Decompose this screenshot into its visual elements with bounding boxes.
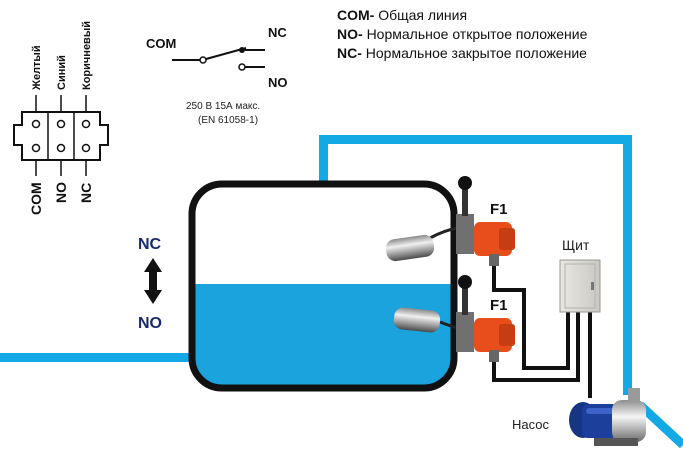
terminal-screw-bottom-3 (81, 143, 91, 153)
terminal-screw-bottom-1 (31, 143, 41, 153)
tank-water (194, 284, 452, 386)
outlet-pipe-vertical-left (319, 135, 328, 185)
switch-com-label: COM (146, 36, 176, 51)
lower-bracket (456, 312, 474, 352)
level-direction-indicator: NC NO (138, 236, 162, 332)
switch-schematic: COM NC NO 250 В 15А макс. (EN 61058-1) (146, 25, 288, 126)
lower-rod (462, 283, 468, 315)
pipes (0, 135, 683, 449)
tank (188, 180, 458, 392)
upper-orange-front (499, 228, 515, 250)
upper-knob (458, 176, 472, 190)
switch-com-contact (199, 56, 207, 64)
panel-label: Щит (562, 237, 590, 253)
panel-door-line (564, 263, 596, 309)
terminal-screw-top-2 (56, 119, 66, 129)
direction-top-label: NC (138, 236, 162, 253)
outlet-pipe-horizontal (319, 135, 632, 144)
wire-lower-to-panel (492, 310, 580, 382)
direction-bottom-label: NO (138, 315, 162, 332)
upper-bracket (456, 214, 474, 254)
terminal-label-nc: NC (78, 183, 94, 203)
lower-cable-gland (489, 350, 499, 362)
switch-nc-contact (239, 47, 245, 53)
pump-label: Насос (512, 417, 549, 432)
pump-housing (612, 400, 646, 442)
legend-row-nc: NC- Нормальное закрытое положение (337, 45, 587, 61)
lower-float-body (393, 307, 441, 333)
wire-color-yellow: Желтый (31, 45, 43, 91)
lower-sensor-label: F1 (490, 297, 508, 314)
control-wires (492, 266, 592, 398)
upper-sensor-label: F1 (490, 201, 508, 218)
inlet-pipe (0, 353, 192, 362)
wire-color-blue: Синий (56, 55, 68, 90)
terminal-label-com: COM (28, 182, 44, 215)
upper-float-cable (429, 226, 459, 240)
control-panel: Щит (559, 237, 601, 313)
pump: Насос (512, 388, 646, 446)
lower-knob (458, 275, 472, 289)
switch-rating-line2: (EN 61058-1) (198, 115, 258, 126)
terminal-screw-top-1 (31, 119, 41, 129)
double-arrow-icon (144, 258, 162, 304)
outlet-pipe-vertical-right (623, 135, 632, 395)
pump-base (594, 438, 638, 446)
pump-outlet (628, 388, 640, 402)
legend: COM- Общая линия NO- Нормальное открытое… (337, 6, 587, 63)
upper-cable-gland (489, 254, 499, 266)
switch-no-label: NO (268, 75, 288, 90)
switch-no-contact (238, 63, 246, 71)
legend-row-no: NO- Нормальное открытое положение (337, 26, 588, 42)
panel-latch (591, 282, 594, 290)
legend-row-com: COM- Общая линия (337, 7, 468, 23)
terminal-label-no: NO (53, 182, 69, 203)
upper-rod (462, 184, 468, 216)
lower-orange-front (499, 324, 515, 346)
pump-discharge-pipe (636, 401, 683, 449)
switch-rating-line1: 250 В 15А макс. (186, 101, 260, 112)
upper-float-switch (385, 176, 515, 266)
terminal-screw-top-3 (81, 119, 91, 129)
terminal-block: Желтый Синий Коричневый COM NO NC (13, 21, 109, 215)
tank-outline (188, 180, 458, 392)
wire-upper-to-panel (492, 266, 570, 370)
lower-float-switch (393, 275, 515, 362)
pump-motor-highlight (586, 408, 614, 414)
terminal-screw-bottom-2 (56, 143, 66, 153)
terminal-frame (13, 111, 109, 161)
wire-color-brown: Коричневый (81, 21, 93, 90)
upper-float-body (385, 234, 435, 262)
switch-nc-label: NC (268, 25, 287, 40)
